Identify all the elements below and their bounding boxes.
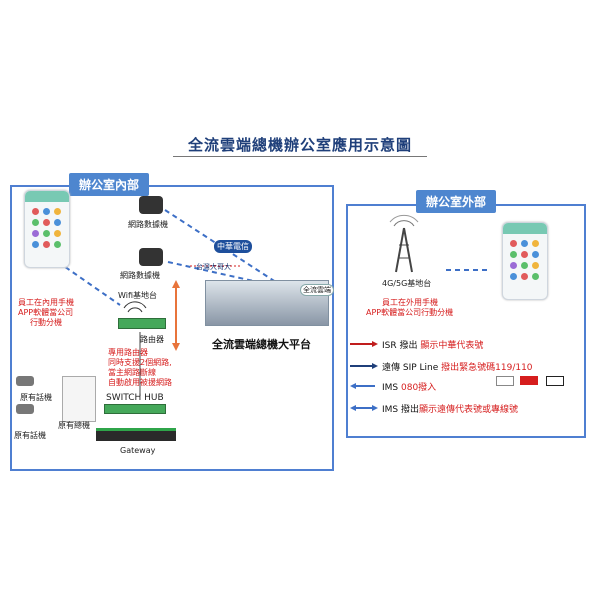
router-note-3: 當主網路斷線 [108,368,156,377]
cell-tower-icon [389,214,419,273]
legend-arrow-3 [350,383,356,389]
inside-phone-note-2: APP軟體當公司 [18,308,74,317]
outside-phone-note-1: 員工在外用手機 [382,298,438,307]
switch-label: SWITCH HUB [106,393,164,403]
old-phone-1-icon [16,376,34,386]
switch-hub-icon [104,404,166,414]
old-phone-2-label: 原有話機 [14,431,46,440]
legend-arrow-2 [372,363,378,369]
legend-arrow-4b [372,405,378,411]
tower-label: 4G/5G基地台 [382,279,432,288]
line-modem1-platform [164,209,286,289]
router-note-4: 自動啟用被援網路 [108,378,172,387]
arrowhead-down [172,343,180,351]
legend-arrow-1 [372,341,378,347]
gateway-label: Gateway [120,446,156,455]
modem-2-icon [139,248,163,266]
inside-mobile-phone [24,190,70,268]
pbx-label: 原有總機 [58,421,90,430]
old-phone-2-icon [16,404,34,414]
isp-2-badge: 台灣大哥大 [196,263,231,271]
router-label: 路由器 [140,335,164,344]
gateway-icon [96,428,176,441]
modem-1-icon [139,196,163,214]
outside-phone-note-2: APP軟體當公司行動分機 [366,308,454,317]
inside-phone-note-1: 員工在內用手機 [18,298,74,307]
cloud-logo: 全流雲端 [300,284,334,296]
title-underline [173,156,427,157]
wifi-label: Wifi基地台 [118,291,157,300]
isp-1-badge: 中華電信 [214,240,252,253]
router-note-1: 專用路由器 [108,348,148,357]
ambulance-icon [496,376,514,386]
legend-item-2: 遠傳 SIP Line 撥出緊急號碼119/110 [382,363,533,373]
platform-label: 全流雲端總機大平台 [212,338,311,351]
diagram-title: 全流雲端總機辦公室應用示意圖 [187,136,412,154]
modem-1-label: 網路數據機 [128,220,168,229]
inside-office-label: 辦公室內部 [69,173,150,196]
arrowhead-up [172,280,180,288]
old-phone-1-label: 原有話機 [20,393,52,402]
wifi-signal-icon [123,301,147,313]
fire-truck-icon [520,376,538,385]
pbx-icon [62,376,96,422]
legend-item-1: ISR 撥出 顯示中華代表號 [382,341,484,351]
police-car-icon [546,376,564,386]
router-icon [118,318,166,329]
outside-office-label: 辦公室外部 [416,190,497,213]
line-phone-wifi [57,261,121,306]
legend-arrow-4a [350,405,356,411]
inside-phone-note-3: 行動分機 [30,318,62,327]
router-note-2: 同時支援2個網路, [108,358,172,367]
inside-office-panel [10,185,334,471]
legend-item-3: IMS 080撥入 [382,383,437,393]
modem-2-label: 網路數據機 [120,271,160,280]
legend-item-4: IMS 撥出顯示遠傳代表號或專線號 [382,405,519,415]
outside-mobile-phone [502,222,548,300]
